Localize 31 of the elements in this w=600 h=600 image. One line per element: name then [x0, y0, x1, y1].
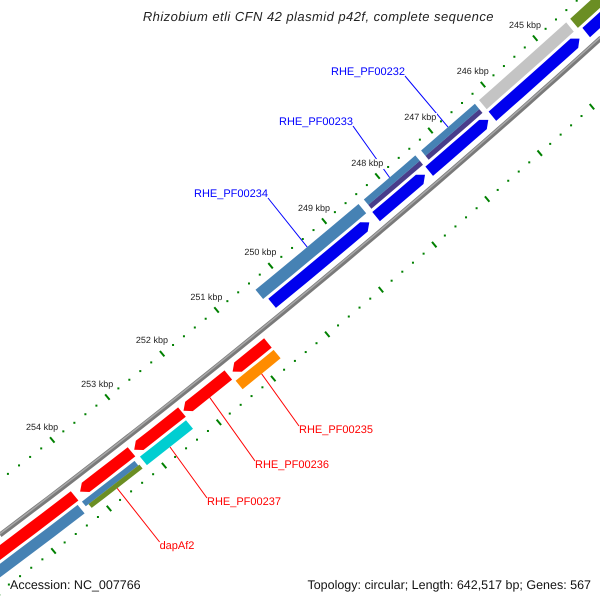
- gene-bar: [236, 350, 281, 390]
- tick-label: 246 kbp: [456, 67, 490, 78]
- footer-text: Accession: NC_007766: [10, 578, 141, 592]
- map-title: Rhizobium etli CFN 42 plasmid p42f, complete sequence: [142, 9, 494, 24]
- leader-line: [116, 488, 160, 542]
- tick-label: 253 kbp: [80, 380, 114, 390]
- tick-label: 249 kbp: [296, 204, 332, 214]
- tick-label: 252 kbp: [134, 336, 169, 346]
- tick-label: 251 kbp: [189, 292, 224, 303]
- tick-label: 248 kbp: [350, 158, 384, 169]
- tick-label: 250 kbp: [243, 248, 278, 258]
- leader-line: [404, 76, 448, 128]
- gene-label: dapAf2: [160, 540, 194, 552]
- gene-label: RHE_PF00237: [207, 496, 281, 508]
- gene-label: RHE_PF00234: [194, 188, 268, 200]
- tick-label: 254 kbp: [25, 422, 60, 432]
- gene-label: RHE_PF00236: [255, 458, 329, 472]
- leader-line: [209, 397, 256, 462]
- gene-bar: [184, 370, 232, 412]
- footer-text: Topology: circular; Length: 642,517 bp; Genes: 567: [307, 578, 591, 592]
- tick-label: 247 kbp: [403, 113, 438, 124]
- gene-label: RHE_PF00235: [299, 424, 373, 436]
- leader-line: [261, 373, 300, 426]
- tick-label: 245 kbp: [508, 20, 542, 31]
- gene-bar: [88, 464, 143, 508]
- gene-bar: [421, 104, 480, 156]
- gene-label: RHE_PF00233: [279, 116, 353, 128]
- gene-bar: [140, 420, 193, 466]
- leader-line: [268, 198, 308, 248]
- leader-line: [170, 446, 208, 498]
- gene-label: RHE_PF00232: [331, 66, 405, 78]
